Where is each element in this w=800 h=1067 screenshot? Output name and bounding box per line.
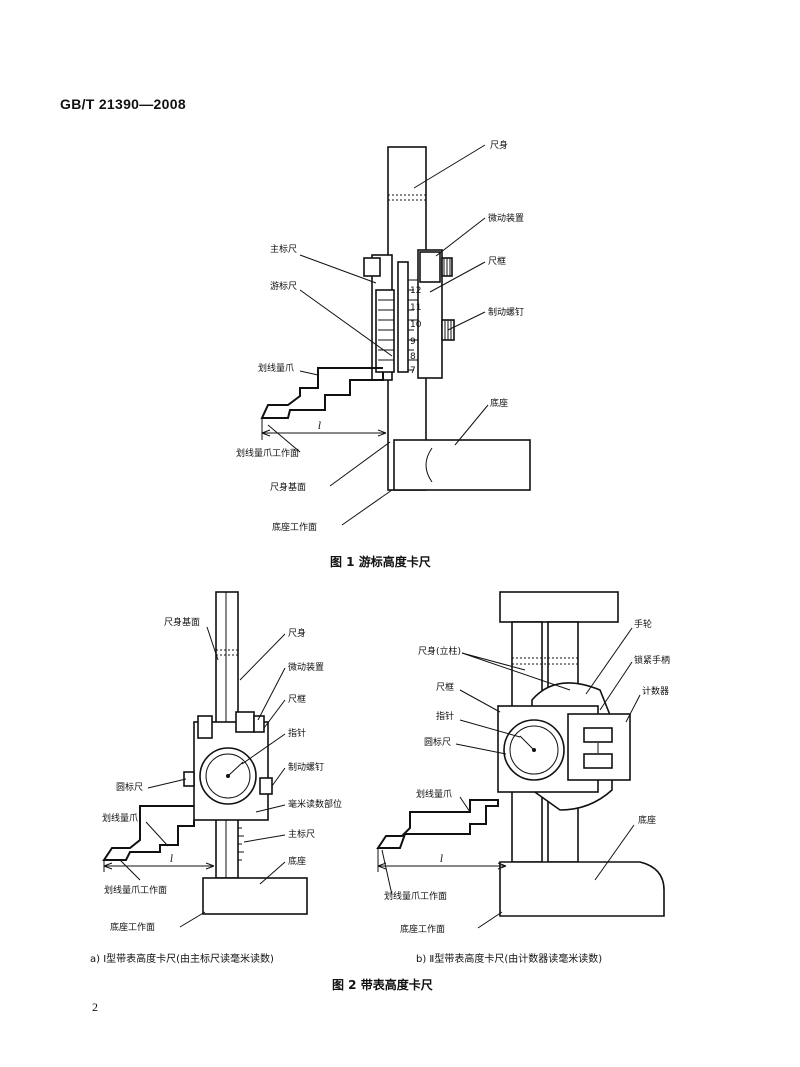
- fig2a-label-frame: 尺框: [288, 693, 306, 705]
- fig2a-label-pointer: 指针: [288, 727, 306, 739]
- fig1-label-ruler-ref: 尺身基面: [270, 481, 306, 493]
- figure2b-dial-height-gauge-type-2: l 手轮 尺身(立柱) 锁紧手柄 尺框 计数器 指针 圆标尺 划线量爪 底座 划…: [376, 591, 670, 965]
- fig1-scale-num-11: 11: [410, 303, 421, 313]
- fig2a-dimension-l: l: [170, 854, 173, 865]
- fig2a-clamp-screw: [259, 777, 273, 795]
- fig2a-fine-adjust-knob: [253, 715, 265, 733]
- fig1-main-scale: [397, 261, 409, 373]
- fig2b-label-pointer: 指针: [436, 710, 454, 722]
- fig2b-label-scribe-jaw: 划线量爪: [416, 788, 452, 800]
- fig2a-base: [202, 877, 308, 915]
- fig2b-label-base-face: 底座工作面: [400, 923, 445, 935]
- fig2a-label-mm-reading: 毫米读数部位: [288, 798, 342, 810]
- fig2b-label-scribe-face: 划线量爪工作面: [384, 890, 447, 902]
- page-number: 2: [92, 1000, 98, 1014]
- fig1-label-scribe-face: 划线量爪工作面: [236, 447, 299, 459]
- fig2a-caption: a) Ⅰ型带表高度卡尺(由主标尺读毫米读数): [90, 952, 274, 965]
- fig2b-counter: [567, 713, 631, 781]
- figure1-vernier-height-gauge: 12 11 10 9 8 7 l: [236, 139, 531, 569]
- fig1-label-base-face: 底座工作面: [272, 521, 317, 533]
- fig2a-label-fine-adjust: 微动装置: [288, 661, 324, 673]
- fig1-label-ruler-body: 尺身: [490, 139, 508, 151]
- fig2b-base: [499, 861, 665, 917]
- fig1-label-base: 底座: [490, 397, 508, 409]
- fig1-label-main-scale: 主标尺: [270, 243, 297, 255]
- fig2b-caption: b) Ⅱ型带表高度卡尺(由计数器读毫米读数): [416, 952, 602, 965]
- fig2b-label-ruler-column: 尺身(立柱): [418, 645, 461, 657]
- fig1-label-fine-adjust: 微动装置: [488, 212, 524, 224]
- fig1-label-scribe-jaw: 划线量爪: [258, 362, 294, 374]
- fig2b-label-hand-wheel: 手轮: [634, 618, 652, 630]
- fig2a-label-base: 底座: [288, 855, 306, 867]
- fig2-caption: 图 2 带表高度卡尺: [332, 977, 433, 992]
- fig1-scale-num-9: 9: [410, 337, 416, 347]
- fig2a-label-scribe-jaw: 划线量爪: [102, 812, 138, 824]
- fig2a-label-clamp-screw: 制动螺钉: [288, 761, 324, 773]
- fig1-scale-num-12: 12: [410, 286, 421, 296]
- fig1-label-frame: 尺框: [488, 255, 506, 267]
- fig2a-label-ruler-ref: 尺身基面: [164, 616, 200, 628]
- fig2a-label-main-scale: 主标尺: [288, 828, 315, 840]
- fig1-caption: 图 1 游标高度卡尺: [330, 554, 431, 569]
- fig2b-label-dial: 圆标尺: [424, 736, 451, 748]
- fig2a-label-ruler-body: 尺身: [288, 627, 306, 639]
- fig2b-label-counter: 计数器: [642, 685, 669, 697]
- fig1-scribe-jaw: [260, 367, 384, 419]
- fig1-scale-num-8: 8: [410, 352, 416, 362]
- fig1-dimension-l: l: [318, 421, 321, 432]
- fig1-scale-num-10: 10: [410, 320, 422, 330]
- fig1-scale-num-7: 7: [410, 366, 416, 376]
- fig2a-label-scribe-face: 划线量爪工作面: [104, 884, 167, 896]
- fig1-label-clamp-screw: 制动螺钉: [488, 306, 524, 318]
- fig1-label-vernier: 游标尺: [270, 280, 297, 292]
- fig2a-pointer: [227, 761, 244, 777]
- figure2a-dial-height-gauge-type-1: l 尺身基面 尺身 微动装置 尺框 指针 制动螺钉 毫米读数部位 主标尺 底座 …: [90, 591, 342, 965]
- standard-number: GB/T 21390—2008: [60, 96, 186, 112]
- fig2b-label-lock-handle: 锁紧手柄: [634, 654, 670, 666]
- fig2b-label-frame: 尺框: [436, 681, 454, 693]
- fig2b-scribe-jaw: [376, 799, 499, 849]
- fig2b-label-base: 底座: [638, 814, 656, 826]
- fig2a-scribe-jaw: [102, 805, 195, 861]
- fig1-base: [393, 439, 531, 491]
- fig2b-pointer: [519, 735, 535, 751]
- fig2b-dimension-l: l: [440, 854, 443, 865]
- fig2a-label-base-face: 底座工作面: [110, 921, 155, 933]
- fig2b-top-cap: [499, 591, 619, 623]
- fig2a-label-dial: 圆标尺: [116, 781, 143, 793]
